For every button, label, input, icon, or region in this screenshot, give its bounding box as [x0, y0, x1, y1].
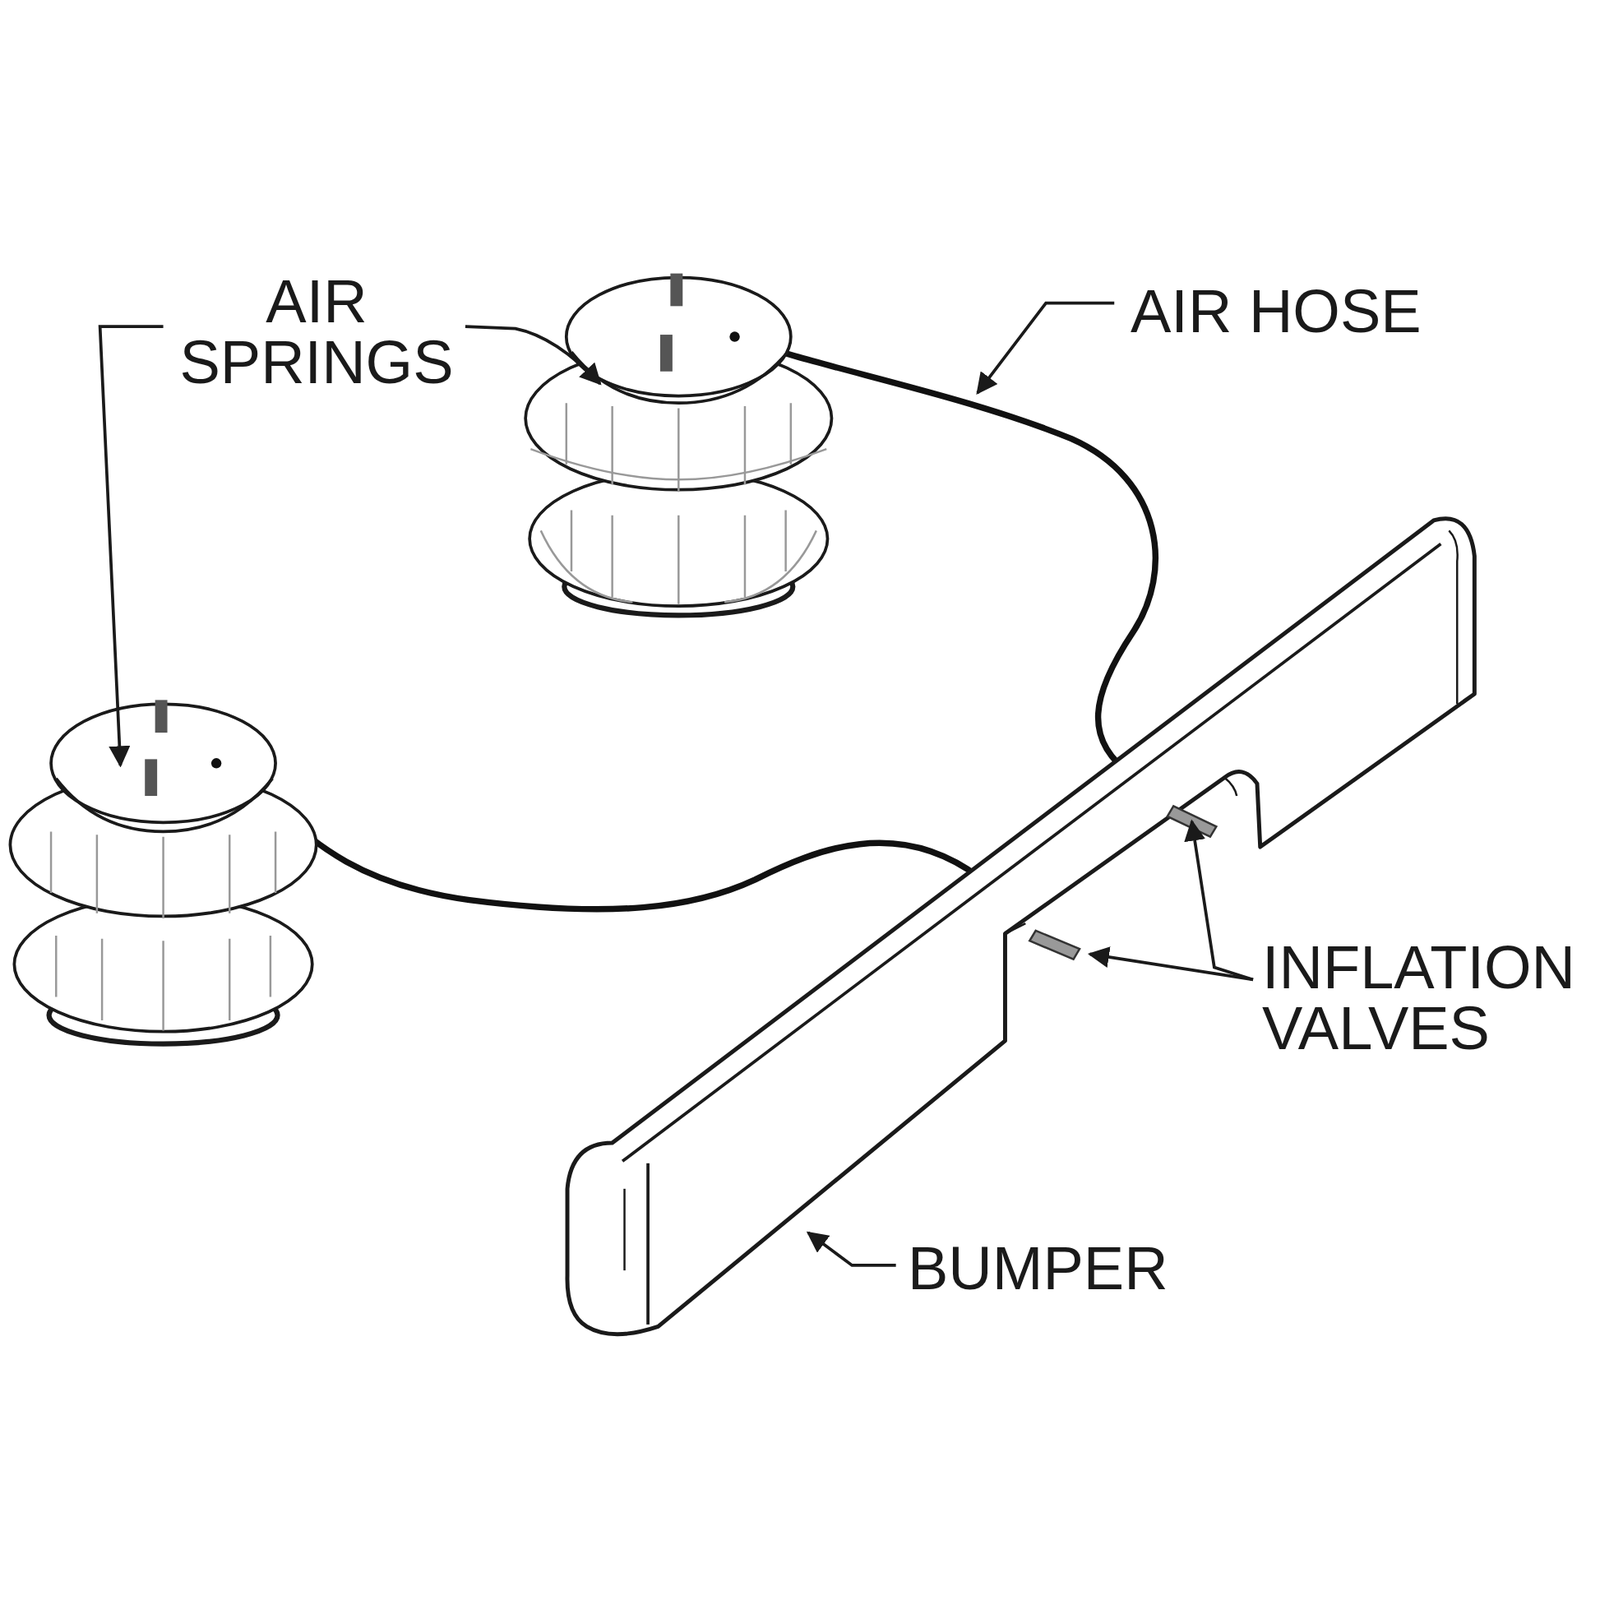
bumper — [567, 518, 1475, 1335]
air-spring — [9, 699, 316, 1044]
callout-label: BUMPER — [907, 1238, 1169, 1300]
leader-line — [100, 303, 1254, 1266]
callout-label: INFLATION VALVES — [1262, 937, 1576, 1059]
callout-label: AIR HOSE — [1130, 281, 1422, 343]
inflation-valve — [1029, 805, 1217, 959]
air-spring — [525, 273, 832, 616]
callout-label: AIR SPRINGS — [179, 271, 454, 394]
air-hose — [216, 337, 1156, 910]
